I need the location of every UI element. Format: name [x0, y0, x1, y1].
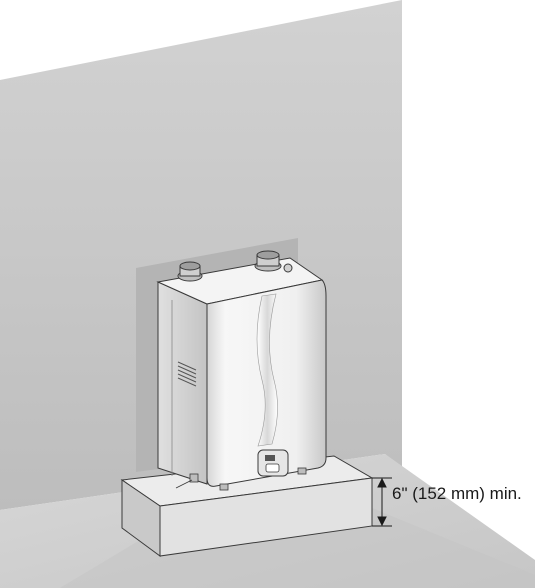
- exhaust-collar-right: [254, 250, 293, 273]
- tankless-water-heater-icon: [156, 250, 327, 491]
- control-button: [265, 463, 280, 473]
- floor-shadow: [60, 508, 535, 588]
- control-display: [265, 455, 275, 461]
- bottom-fittings: [175, 467, 307, 491]
- intake-collar-left: [177, 261, 203, 282]
- clearance-dimension-label: 6" (152 mm) min.: [392, 484, 522, 503]
- heater-side-panel: [157, 281, 208, 485]
- stand-side: [121, 479, 161, 557]
- dimension-arrow-icon: [372, 477, 392, 527]
- heater-front-strip: [256, 293, 278, 447]
- side-vent: [177, 361, 197, 387]
